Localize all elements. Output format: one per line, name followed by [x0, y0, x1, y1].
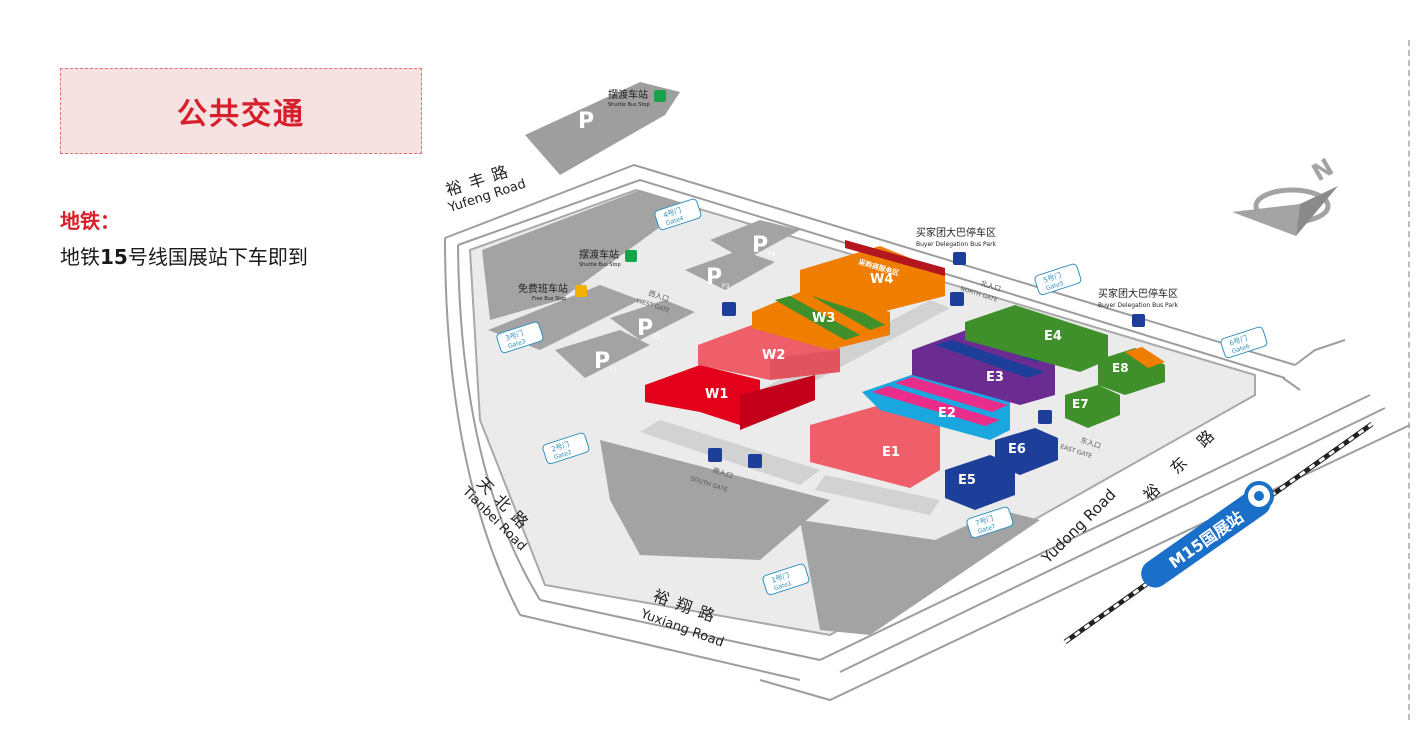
metro-station-label: M15国展站	[1165, 507, 1247, 572]
hall-e4: E4	[1044, 329, 1062, 344]
wheelchair-icon-north	[950, 292, 964, 306]
hall-e6: E6	[1008, 442, 1026, 457]
parking-symbol-p2: P	[637, 316, 653, 341]
compass: N	[1232, 153, 1338, 236]
hall-e7: E7	[1072, 397, 1089, 411]
metro-line-number: 15	[100, 245, 128, 269]
buyer-bus-park-north-cn: 买家团大巴停车区	[916, 226, 996, 239]
road-network	[444, 163, 1411, 702]
gate-3-marker: 3号门 Gate3	[496, 321, 544, 354]
parking-symbol-p3: P	[706, 265, 722, 290]
shuttle-stop-top-cn: 摆渡车站	[608, 88, 648, 101]
parking-p4-label: P4	[768, 251, 776, 258]
east-halls	[810, 305, 1165, 510]
buyer-bus-park-east-en: Buyer Delegation Bus Park	[1098, 302, 1179, 309]
west-halls	[645, 240, 945, 430]
gate-5-marker: 5号门 Gate5	[1034, 263, 1082, 296]
hall-e5: E5	[958, 473, 976, 488]
shuttle-stop-mid-cn: 摆渡车站	[579, 248, 619, 261]
parking-symbol-main: P	[578, 109, 594, 134]
parking-symbol-p4: P	[752, 233, 768, 258]
parking-areas: P P P P P P4 P3 P2 P1	[482, 82, 1040, 635]
metro-label: 地铁：	[60, 209, 120, 233]
right-divider	[1408, 40, 1410, 720]
buyer-bus-park-north-en: Buyer Delegation Bus Park	[916, 241, 997, 248]
parking-p1-label: P1	[610, 367, 618, 374]
taxi-icon	[708, 448, 722, 462]
buyer-bus-park-east-cn: 买家团大巴停车区	[1098, 287, 1178, 300]
gate-7-marker: 7号门 Gate7	[966, 506, 1014, 539]
buyer-bus-park-east-icon	[1132, 314, 1145, 327]
free-bus-stop-icon	[575, 285, 587, 297]
shuttle-stop-mid-icon	[625, 250, 637, 262]
parking-p2-label: P2	[653, 334, 661, 341]
hall-e2: E2	[938, 406, 956, 421]
gate-1-marker: 1号门 Gate1	[762, 563, 810, 596]
parking-p3-label: P3	[722, 283, 730, 290]
gate-6-marker: 6号门 Gate6	[1220, 326, 1268, 359]
wheelchair-icon-south	[748, 454, 762, 468]
gate-markers: 4号门 Gate4 5号门 Gate5 6号门 Gate6 3号门 Gate3 …	[496, 198, 1268, 596]
hall-w2: W2	[762, 348, 785, 363]
hall-w1: W1	[705, 387, 728, 402]
gate-2-marker: 2号门 Gate2	[542, 432, 590, 465]
metro-line-suffix: 号线国展站下车即到	[127, 245, 308, 269]
compass-needle-icon	[1232, 204, 1300, 236]
hall-labels: W1 W2 W3 W4 E1 E2 E3 E4 E5 E6 E7 E8 采购商服…	[705, 257, 1129, 488]
parking-symbol-p1: P	[594, 349, 610, 374]
free-bus-stop-cn: 免费班车站	[518, 282, 568, 295]
free-bus-stop-en: Free Bus Stop	[532, 296, 566, 302]
buyer-bus-park-north-icon	[953, 252, 966, 265]
hall-w3: W3	[812, 311, 835, 326]
shuttle-stop-top-icon	[654, 90, 666, 102]
hall-e3: E3	[986, 370, 1004, 385]
hall-w4: W4	[870, 272, 893, 287]
gate-4-marker: 4号门 Gate4	[654, 198, 702, 231]
hall-e1: E1	[882, 445, 900, 460]
shuttle-stop-mid-en: Shuttle Bus Stop	[579, 262, 621, 268]
compass-north: N	[1307, 153, 1338, 187]
wheelchair-icon-west	[722, 302, 736, 316]
metro-description: 地铁15号线国展站下车即到	[60, 241, 308, 270]
hall-e8: E8	[1112, 361, 1129, 375]
wheelchair-icon-east	[1038, 410, 1052, 424]
page-title: 公共交通	[177, 97, 305, 132]
bus-stops: 摆渡车站 Shuttle Bus Stop 摆渡车站 Shuttle Bus S…	[518, 88, 1179, 468]
shuttle-stop-top-en: Shuttle Bus Stop	[608, 102, 650, 108]
metro-line-prefix: 地铁	[60, 245, 100, 269]
title-box: 公共交通	[60, 68, 422, 154]
